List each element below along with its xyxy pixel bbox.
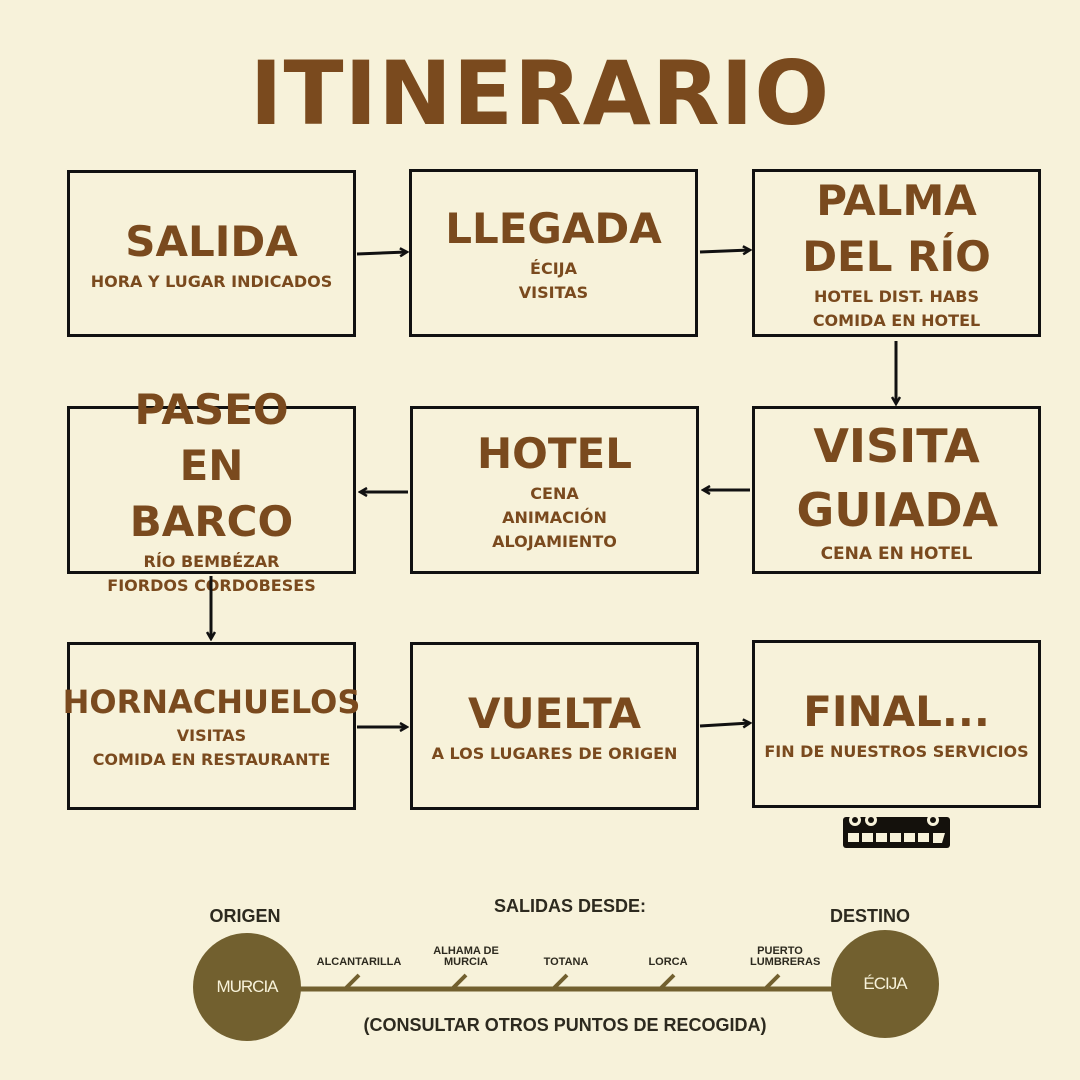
step-hornachuelos: HORNACHUELOS VISITAS COMIDA EN RESTAURAN…: [63, 642, 360, 810]
arrow-right: [356, 252, 407, 254]
step-detail: HOTEL DIST. HABS: [814, 287, 979, 306]
page-title: ITINERARIO: [249, 42, 831, 145]
step-detail: ALOJAMIENTO: [492, 532, 617, 551]
bus-icon: [843, 814, 950, 848]
step-title: HORNACHUELOS: [62, 683, 361, 721]
arrow-right: [699, 723, 750, 726]
destination-circle: ÉCIJA: [831, 930, 939, 1038]
step-vuelta: VUELTA A LOS LUGARES DE ORIGEN: [410, 642, 699, 810]
origin-label: ORIGEN: [209, 906, 281, 926]
step-detail: FIN DE NUESTROS SERVICIOS: [764, 742, 1029, 761]
step-detail: VISITAS: [176, 726, 247, 745]
step-detail: ÉCIJA: [530, 259, 577, 278]
step-detail: COMIDA EN HOTEL: [812, 311, 981, 330]
route-heading: SALIDAS DESDE:: [493, 896, 646, 916]
step-title: PALMA DEL RÍO: [802, 176, 991, 281]
step-final: FINAL... FIN DE NUESTROS SERVICIOS: [752, 640, 1041, 808]
step-title: LLEGADA: [445, 204, 662, 253]
origin-circle: MURCIA: [193, 933, 301, 1041]
step-detail: COMIDA EN RESTAURANTE: [92, 750, 331, 769]
step-llegada: LLEGADA ÉCIJA VISITAS: [409, 169, 698, 337]
step-hotel: HOTEL CENA ANIMACIÓN ALOJAMIENTO: [410, 406, 699, 574]
arrow-right: [699, 250, 750, 252]
step-detail: CENA EN HOTEL: [820, 544, 973, 564]
route-line: [290, 973, 840, 992]
stop-label: ALCANTARILLA: [316, 956, 402, 968]
step-detail: VISITAS: [518, 283, 589, 302]
step-detail: RÍO BEMBÉZAR: [143, 552, 280, 571]
stop-label: PUERTO LUMBRERAS: [750, 945, 821, 968]
destination-label: DESTINO: [829, 906, 910, 926]
stop-label: LORCA: [648, 956, 688, 968]
step-title: VISITA GUIADA: [796, 419, 999, 537]
step-title: SALIDA: [125, 216, 298, 266]
step-detail: A LOS LUGARES DE ORIGEN: [431, 744, 678, 763]
step-title: VUELTA: [467, 689, 641, 738]
step-detail: ANIMACIÓN: [502, 508, 607, 527]
step-title: FINAL...: [803, 687, 990, 736]
step-title: HOTEL: [477, 429, 632, 478]
step-title: PASEO EN BARCO: [129, 385, 294, 546]
step-visita-guiada: VISITA GUIADA CENA EN HOTEL: [752, 406, 1041, 574]
route-note: (CONSULTAR OTROS PUNTOS DE RECOGIDA): [363, 1015, 767, 1035]
step-salida: SALIDA HORA Y LUGAR INDICADOS: [67, 170, 356, 337]
step-detail: CENA: [530, 484, 579, 503]
step-paseo-en-barco: PASEO EN BARCO RÍO BEMBÉZAR FIORDOS CORD…: [67, 385, 356, 595]
stop-label: TOTANA: [543, 956, 589, 968]
step-detail: HORA Y LUGAR INDICADOS: [90, 271, 333, 291]
stop-label: ALHAMA DE MURCIA: [433, 945, 499, 968]
step-palma-del-rio: PALMA DEL RÍO HOTEL DIST. HABS COMIDA EN…: [752, 169, 1041, 337]
